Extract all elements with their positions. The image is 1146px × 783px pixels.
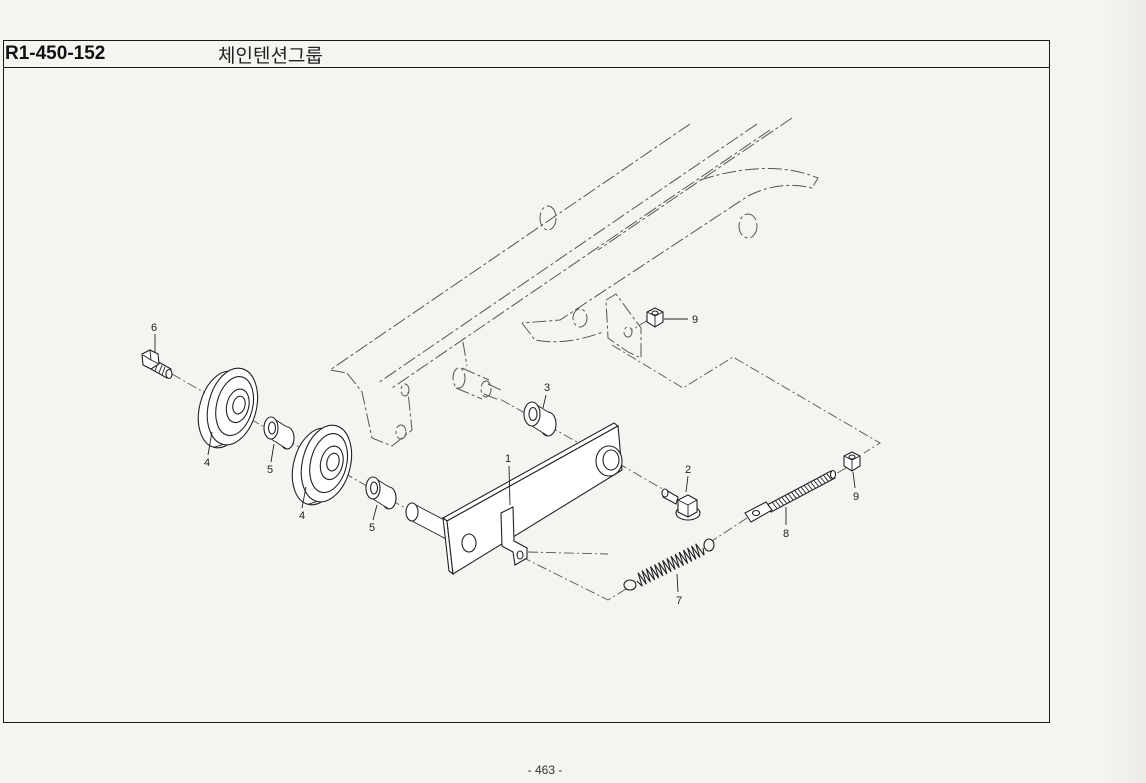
frame-stud-end [452,367,466,389]
spacer-a-bore [267,421,277,435]
shaft-body [412,503,450,541]
page-number: - 463 - [527,763,563,777]
leader-part-7 [676,573,679,593]
callout-part-9-upper: 9 [692,314,698,326]
frame-boss-lower [572,308,588,328]
chain-case-outline [521,168,819,324]
vehicle-frame-phantom [328,117,819,447]
frame-stud [455,367,504,401]
part-3-spacer [523,401,557,437]
callout-part-2: 2 [685,464,691,476]
leader-part-2 [685,475,689,493]
assembly-line-spring-to-tab [519,555,627,601]
shaft-end [405,502,419,522]
pulley-b-bore [326,452,340,472]
callout-part-5b: 5 [369,522,375,534]
frame-stud-support [462,341,468,367]
part-7-tension-spring [623,538,715,591]
leader-part-5b [372,504,378,521]
nut-9b-edges [843,455,861,471]
assembly-line-bolt-to-plate [615,461,674,496]
bolt-2-tip [661,488,669,498]
chain-case-lower-lip [521,322,604,343]
part-2-bolt [661,488,701,521]
leader-part-9-lower [852,471,856,489]
callout-part-4b: 4 [299,510,305,522]
part-9-nut-upper [646,307,664,328]
callout-part-1: 1 [505,453,511,465]
part-1-shaft [405,502,451,542]
frame-lug-hole-lower [395,424,407,440]
frame-left-lug [346,372,413,447]
frame-tensioner-bracket [605,293,642,359]
frame-rail-rear-edge [597,117,793,251]
pulley-a-bore [232,395,246,415]
assembly-line-nut-to-rod [833,467,847,476]
part-4-pulley-a [197,367,259,449]
part-6-bolt [141,349,173,380]
bolt-2-hex-head [677,494,698,518]
spring-7-coil [636,543,705,587]
plate-front-face [446,425,623,575]
scan-edge-shading [1098,0,1146,783]
assembly-line-tab-horizontal [527,551,609,555]
frame-lug-hole-upper [400,383,410,397]
part-4-pulley-b [291,424,353,506]
frame-rail-edge [377,123,758,384]
leader-part-4a [207,431,213,456]
frame-upper-edge [328,123,691,374]
nut-9a-bore [651,310,659,316]
callout-labels: 6 4 5 4 5 1 3 2 7 8 9 9 [151,314,859,607]
rod-8-eye-hole [751,509,761,517]
frame-boss-rear [738,213,758,239]
page-header: R1-450-152 체인텐션그룹 [4,41,1049,68]
part-9-nut-lower [843,451,861,472]
part-8-adjuster-rod [744,469,837,523]
callout-part-8: 8 [783,528,789,540]
callout-part-3: 3 [544,382,550,394]
spring-7-right-hook [703,538,715,552]
callout-part-6: 6 [151,322,157,334]
part-group-title: 체인텐션그룹 [218,45,323,67]
part-group-code: R1-450-152 [5,43,106,64]
part-5-spacer-b [365,476,397,510]
leader-part-3 [542,394,547,409]
callout-part-7: 7 [676,595,682,607]
spacer-b-bore [369,481,379,495]
rod-8-threads [772,473,832,509]
frame-rail-inner-edge [391,129,771,389]
plate-hole [461,533,477,553]
assembly-line-rod-to-spring [711,517,748,542]
part-1-tension-plate [441,422,623,576]
part-5-spacer-a [263,416,295,450]
leader-part-5a [270,443,275,463]
frame-boss-upper [539,205,557,231]
frame-bracket-hole [623,326,633,338]
callout-part-4a: 4 [204,457,210,469]
leader-part-1 [508,465,511,506]
leader-part-4b [301,486,307,509]
catalog-page-frame: R1-450-152 체인텐션그룹 [3,40,1050,723]
callout-part-5a: 5 [267,464,273,476]
bolt-2-head-edges [677,499,698,517]
frame-stud-shoulder [480,380,492,398]
callout-part-9-lower: 9 [853,491,859,503]
bolt-6-head-edges [142,349,160,365]
assembly-line-nut-to-bracket [631,319,649,331]
nut-9a-edges [646,311,664,327]
rod-8-tip [829,469,837,480]
spring-tab-hole [516,550,524,560]
spacer-3-bore [528,406,538,422]
spring-7-left-hook [623,579,637,591]
bolt-6-tip [165,368,173,380]
nut-9b-bore [848,454,856,460]
plate-boss-bore [602,449,620,471]
assembly-line-frame-to-rod [611,344,881,454]
